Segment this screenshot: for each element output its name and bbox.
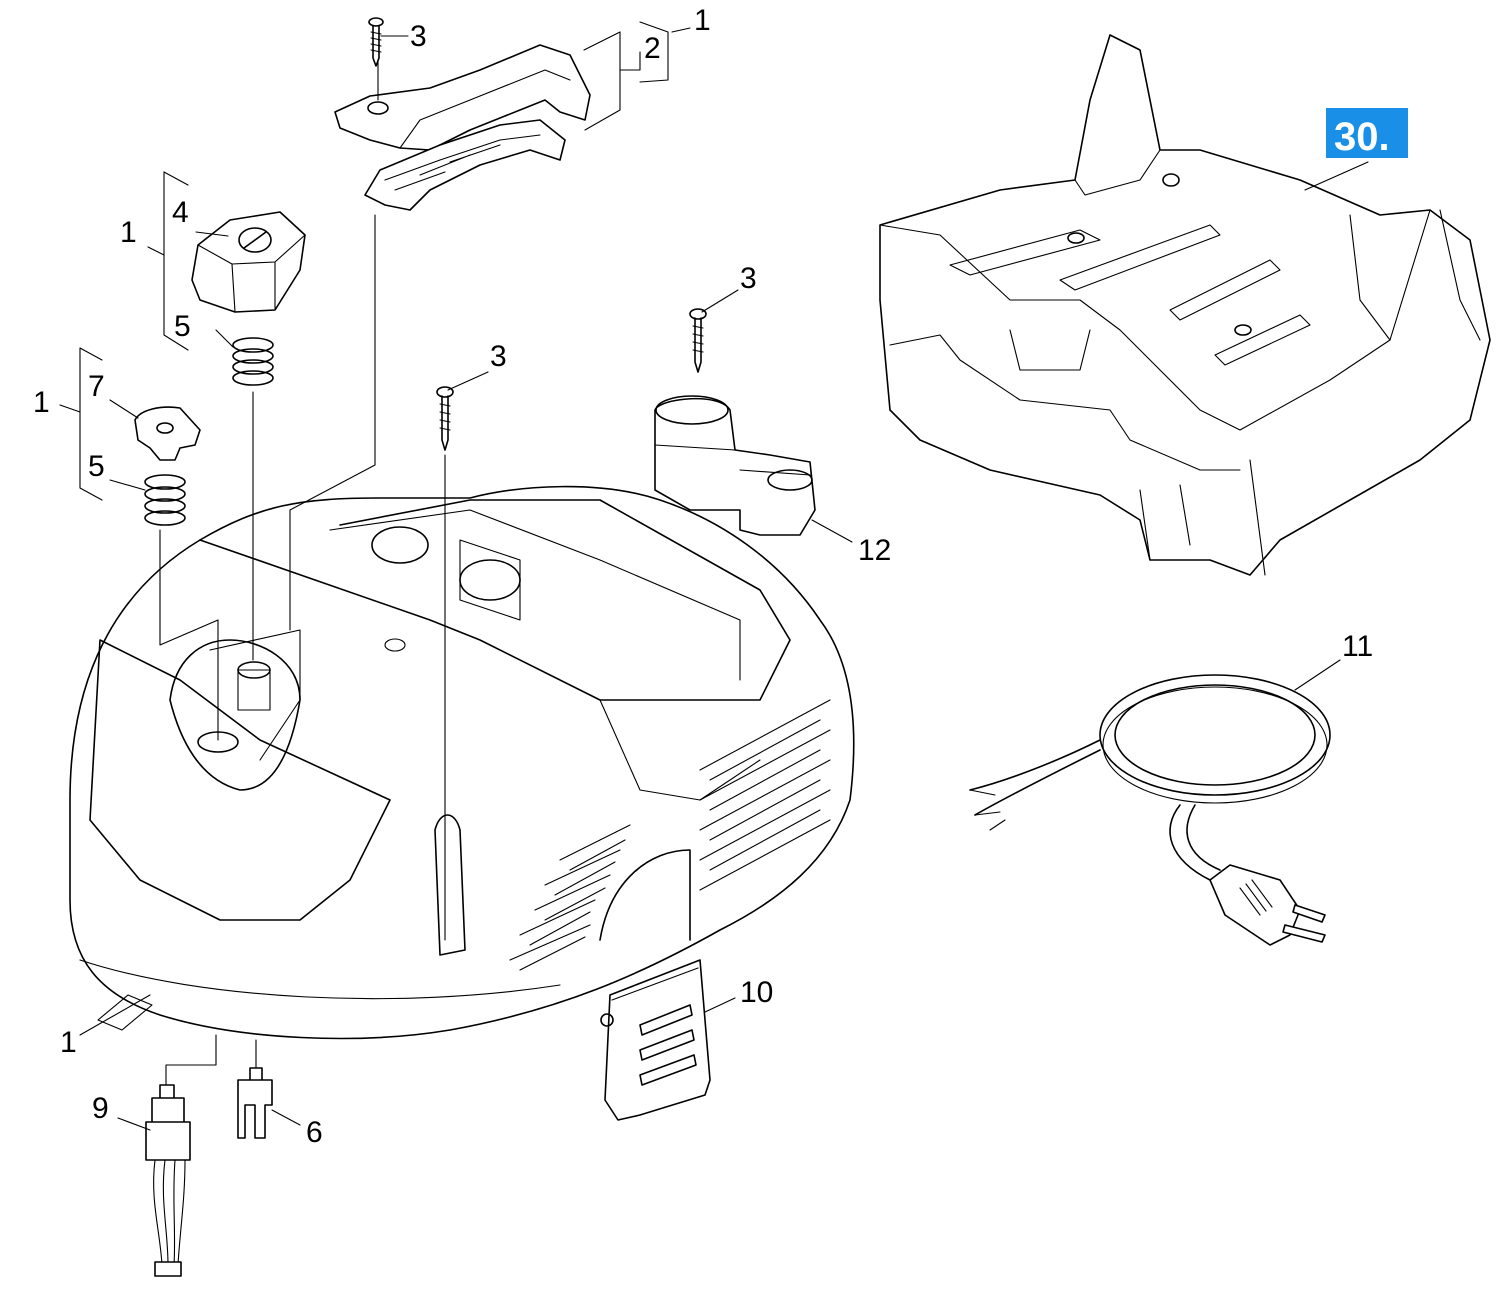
- callout-3-center: 3: [490, 340, 507, 373]
- knob-assembly: [191, 211, 306, 386]
- connector-small: [237, 1067, 273, 1139]
- callout-1-bottom: 1: [60, 1026, 77, 1059]
- valve-assembly: [134, 406, 201, 526]
- callout-1-knob: 1: [120, 216, 137, 249]
- screw-holder: [689, 308, 707, 373]
- badge-label: 30.: [1334, 115, 1390, 159]
- callout-2-top: 2: [644, 32, 661, 65]
- callout-labels: 1 2 3 4 1 5 1 7 5 3 3 12 11 10 1 9 6: [33, 4, 1373, 1149]
- callout-1-valve: 1: [33, 386, 50, 419]
- leader-lines: [59, 21, 1369, 1131]
- wiring-harness: [145, 1084, 191, 1277]
- filter-cover: [600, 959, 711, 1121]
- screw-center: [436, 386, 454, 451]
- callout-3-handle: 3: [410, 20, 427, 53]
- base-tray: [879, 34, 1491, 576]
- callout-6: 6: [306, 1116, 323, 1149]
- callout-7: 7: [88, 370, 105, 403]
- callout-12: 12: [858, 534, 891, 567]
- power-cord: [969, 674, 1331, 946]
- callout-5-upper: 5: [174, 310, 191, 343]
- callout-10: 10: [740, 976, 773, 1009]
- callout-11: 11: [1342, 630, 1373, 663]
- spring-lower: [144, 474, 186, 526]
- screw-handle: [368, 17, 384, 67]
- assembly-number-badge: 30.: [1326, 108, 1408, 159]
- callout-9: 9: [92, 1092, 109, 1125]
- handle-assembly: [334, 44, 591, 211]
- callout-1-top: 1: [694, 4, 711, 37]
- main-housing: [69, 485, 855, 1040]
- spring-upper: [232, 337, 274, 386]
- callout-5-lower: 5: [88, 450, 105, 483]
- callout-4: 4: [172, 196, 189, 229]
- holder-bracket: [654, 395, 816, 536]
- callout-3-holder: 3: [740, 262, 757, 295]
